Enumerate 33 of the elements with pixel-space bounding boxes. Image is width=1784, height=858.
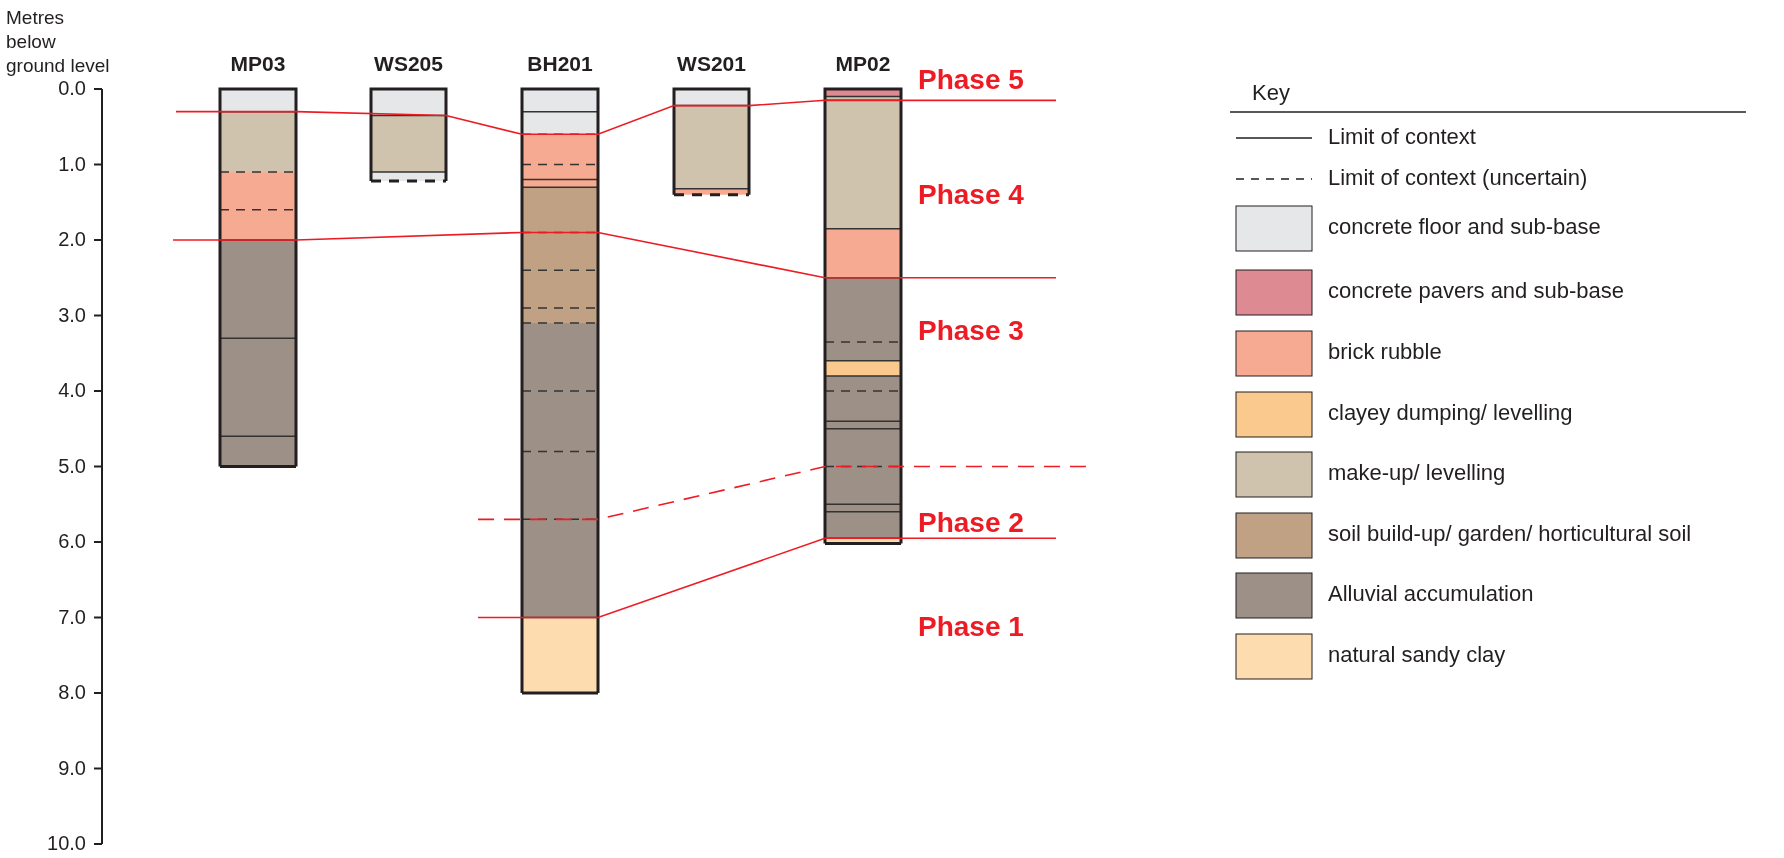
tick-label: 3.0 (58, 303, 86, 327)
column-label: WS205 (373, 52, 444, 76)
tick-label: 5.0 (58, 454, 86, 478)
tick-label: 8.0 (58, 681, 86, 704)
phase-label: Phase 3 (918, 314, 1024, 347)
legend-label: Limit of context (1328, 124, 1476, 150)
column-label: WS201 (676, 52, 747, 76)
column-label: MP02 (834, 52, 892, 76)
legend-label: concrete floor and sub-base (1328, 214, 1601, 240)
tick-label: 1.0 (58, 152, 86, 176)
tick-label: 10.0 (47, 832, 86, 855)
phase-label: Phase 1 (918, 610, 1024, 643)
phase-label: Phase 2 (918, 507, 1024, 540)
tick-label: 6.0 (58, 530, 86, 553)
legend-label: concrete pavers and sub-base (1328, 278, 1624, 304)
tick-label: 9.0 (58, 756, 86, 780)
tick-label: 2.0 (58, 228, 86, 251)
tick-label: 7.0 (58, 605, 86, 629)
legend-label: make-up/ levelling (1328, 460, 1506, 486)
phase-label: Phase 5 (918, 63, 1024, 96)
axis-title: Metres below ground level (6, 6, 111, 78)
legend-label: brick rubble (1328, 339, 1442, 365)
legend-label: soil build-up/ garden/ horticultural soil (1328, 521, 1692, 547)
legend-label: clayey dumping/ levelling (1328, 400, 1573, 426)
legend-label: Limit of context (uncertain) (1328, 165, 1588, 191)
legend-title: Key (1252, 80, 1290, 106)
column-label: MP03 (229, 52, 287, 76)
tick-label: 4.0 (58, 379, 86, 402)
legend-label: natural sandy clay (1328, 642, 1506, 668)
phase-label: Phase 4 (918, 178, 1024, 211)
column-label: BH201 (526, 52, 594, 76)
legend-label: Alluvial accumulation (1328, 581, 1534, 607)
tick-label: 0.0 (58, 77, 86, 100)
